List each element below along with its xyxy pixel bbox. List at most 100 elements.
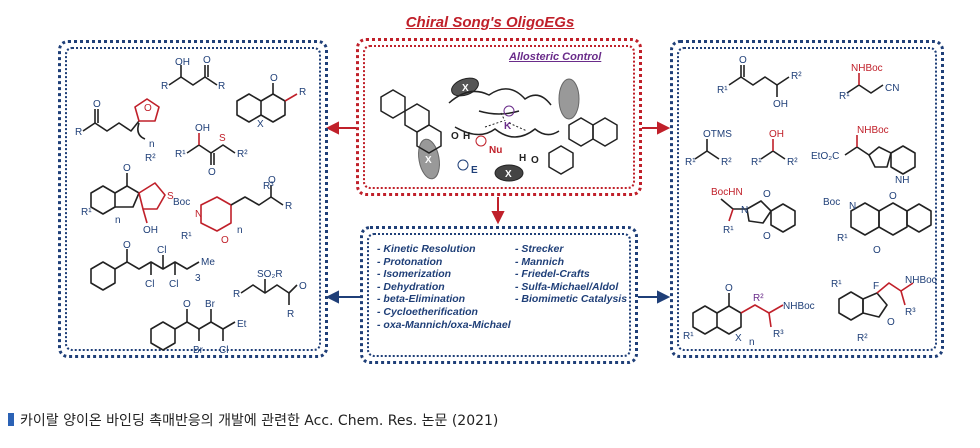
left-label-s1: S — [219, 133, 226, 144]
left-label-cl3: Cl — [169, 279, 178, 290]
right-label-n2: N — [849, 201, 856, 212]
left-label-o2: O — [144, 103, 152, 114]
left-label-o6: O — [123, 163, 131, 174]
left-label-r3: R — [218, 81, 225, 92]
right-label-r3-a: R³ — [773, 329, 784, 340]
right-label-cn: CN — [885, 83, 899, 94]
right-label-o1: O — [739, 55, 747, 66]
catalyst-x2: X — [425, 155, 432, 166]
left-label-r2-b: R² — [145, 153, 156, 164]
left-label-r2-a: R² — [237, 149, 248, 160]
left-label-o10: O — [299, 281, 307, 292]
left-label-n2: n — [115, 215, 121, 226]
left-label-me: Me — [201, 257, 215, 268]
left-label-r3-a: R³ — [263, 181, 274, 192]
catalyst-h1: H — [463, 131, 470, 142]
left-label-n-atom: N — [195, 209, 202, 220]
left-structures: R O O n OH O R R O R X OH R¹ S R² O O R²… — [75, 55, 307, 356]
reaction-item: - oxa-Mannich/oxa-Michael — [377, 318, 511, 331]
right-products-panel: O R¹ R² OH NHBoc R¹ CN OTMS R¹ R² OH R¹ … — [670, 40, 944, 358]
left-label-so2r: SO₂R — [257, 269, 283, 280]
left-label-boc1: Boc — [173, 197, 190, 208]
right-label-r2-c: R² — [787, 157, 798, 168]
right-label-o6: O — [725, 283, 733, 294]
right-label-r1-c: R¹ — [751, 157, 762, 168]
left-label-o7: O — [221, 235, 229, 246]
reaction-item: - Dehydration — [377, 280, 445, 293]
left-label-r7: R — [233, 289, 240, 300]
caption-marker — [8, 413, 14, 426]
left-label-o9: O — [123, 240, 131, 251]
right-label-r3-b: R³ — [905, 307, 916, 318]
left-label-r2: R — [161, 81, 168, 92]
right-label-o2: O — [763, 189, 771, 200]
blue-arrow-left — [325, 290, 360, 304]
right-label-boc: Boc — [823, 197, 840, 208]
right-label-eto2c: EtO₂C — [811, 151, 839, 162]
right-label-otms: OTMS — [703, 129, 732, 140]
catalyst-k: K — [504, 121, 512, 132]
left-label-o5: O — [208, 167, 216, 178]
left-label-oh3: OH — [143, 225, 158, 236]
catalyst-e: E — [471, 165, 478, 176]
left-label-o11: O — [183, 299, 191, 310]
left-label-r1-c: R¹ — [181, 231, 192, 242]
left-label-n1: n — [149, 139, 155, 150]
right-label-nhboc4: NHBoc — [905, 275, 937, 286]
left-label-r6: R — [287, 309, 294, 320]
right-label-o4: O — [889, 191, 897, 202]
left-label-o1: O — [93, 99, 101, 110]
right-label-nhboc2: NHBoc — [857, 125, 889, 136]
catalyst-o2: O — [531, 155, 539, 166]
left-label-br1: Br — [193, 345, 204, 356]
left-label-r: R — [75, 127, 82, 138]
left-label-oh1: OH — [175, 57, 190, 68]
blue-arrow-right — [638, 290, 671, 304]
red-arrow-left — [325, 121, 356, 135]
catalyst-nu: Nu — [489, 145, 502, 156]
right-label-r1-f: R¹ — [683, 331, 694, 342]
catalyst-structure: X X X K Nu E O O H H — [380, 77, 618, 182]
catalyst-box: Allosteric Control — [356, 38, 642, 196]
right-label-r1-d: R¹ — [723, 225, 734, 236]
left-label-n3: n — [237, 225, 243, 236]
right-label-nhboc1: NHBoc — [851, 63, 883, 74]
right-structures: O R¹ R² OH NHBoc R¹ CN OTMS R¹ R² OH R¹ … — [683, 55, 937, 348]
right-label-x: X — [735, 333, 742, 344]
reaction-item: - Cycloetherification — [377, 305, 478, 318]
left-label-o8: O — [268, 175, 276, 186]
catalyst-o1: O — [451, 131, 459, 142]
reaction-item: - Biomimetic Catalysis — [515, 293, 628, 306]
reaction-item: - beta-Elimination — [377, 293, 466, 306]
left-label-r4: R — [299, 87, 306, 98]
left-label-r1-b: R¹ — [81, 207, 92, 218]
right-label-r1-a: R¹ — [717, 85, 728, 96]
left-label-cl1: Cl — [145, 279, 154, 290]
right-label-oh1: OH — [773, 99, 788, 110]
reaction-types-box: - Kinetic Resolution - Protonation - Iso… — [360, 226, 638, 364]
right-label-o7: O — [887, 317, 895, 328]
scheme-title: Chiral Song's OligoEGs — [405, 14, 575, 31]
left-label-o3: O — [203, 55, 211, 66]
figure-caption: 카이랄 양이온 바인딩 촉매반응의 개발에 관련한 Acc. Chem. Res… — [8, 410, 498, 430]
left-label-cl4: Cl — [219, 345, 228, 356]
left-label-three: 3 — [195, 273, 201, 284]
right-label-r2-b: R² — [721, 157, 732, 168]
left-label-s2: S — [167, 191, 174, 202]
left-label-r5: R — [285, 201, 292, 212]
left-label-cl2: Cl — [157, 245, 166, 256]
right-label-r1: R¹ — [839, 91, 850, 102]
left-label-x1: X — [257, 119, 264, 130]
reaction-item: - Kinetic Resolution — [377, 243, 476, 255]
reaction-item: - Protonation — [377, 255, 443, 268]
right-label-n: n — [749, 337, 755, 348]
reaction-item: - Friedel-Crafts — [515, 268, 590, 281]
allosteric-control-label: Allosteric Control — [509, 51, 602, 63]
right-label-r1-b: R¹ — [685, 157, 696, 168]
reaction-item: - Mannich — [515, 255, 564, 268]
left-label-oh2: OH — [195, 123, 210, 134]
right-label-o5: O — [873, 245, 881, 256]
right-label-oh2: OH — [769, 129, 784, 140]
right-label-bochn: BocHN — [711, 187, 743, 198]
left-label-o4: O — [270, 73, 278, 84]
